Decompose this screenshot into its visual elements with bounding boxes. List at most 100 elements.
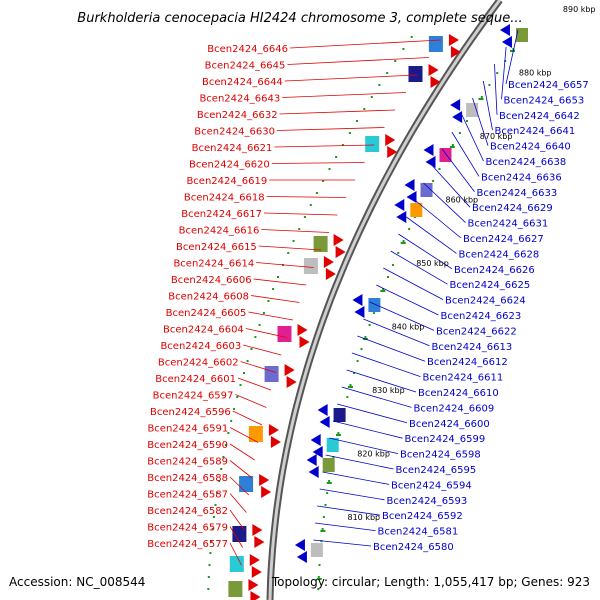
outer-tick (346, 396, 349, 398)
forward-gene-arrow (259, 474, 270, 486)
forward-gene-block (232, 526, 247, 542)
leader-line-reverse (461, 114, 484, 162)
gene-label-reverse: Bcen2424_6626 (454, 265, 535, 276)
leader-line-forward (276, 127, 385, 131)
leader-line-reverse (441, 148, 475, 193)
gene-label-reverse: Bcen2424_6633 (477, 188, 558, 199)
forward-gene-arrow (299, 336, 310, 348)
outer-tick (321, 528, 324, 530)
leader-line-forward (250, 295, 300, 303)
inner-tick (216, 492, 219, 494)
gene-label-forward: Bcen2424_6616 (179, 226, 260, 237)
forward-gene-arrow (251, 566, 262, 578)
gene-label-forward: Bcen2424_6646 (207, 44, 288, 55)
reverse-gene-arrow (352, 294, 363, 306)
gene-features (228, 24, 528, 600)
forward-gene-arrow (335, 246, 346, 258)
outer-tick (360, 348, 363, 350)
forward-gene-block (303, 258, 318, 274)
leader-line-reverse (363, 318, 430, 347)
outer-tick (458, 132, 461, 134)
gene-label-forward: Bcen2424_6645 (205, 61, 286, 72)
inner-tick (267, 300, 270, 302)
reverse-gene-arrow (354, 306, 365, 318)
gene-label-reverse: Bcen2424_6640 (490, 142, 571, 153)
backbone-inner (268, 0, 502, 600)
gene-label-reverse: Bcen2424_6600 (409, 419, 490, 430)
inner-tick (230, 420, 233, 422)
leader-line-forward (229, 509, 245, 531)
label-leader-lines (229, 29, 519, 566)
inner-tick (254, 336, 257, 338)
kbp-label: 810 kbp (348, 513, 381, 522)
reverse-gene-block (410, 203, 423, 217)
leader-line-reverse (319, 488, 385, 501)
kbp-label: 870 kbp (480, 132, 513, 141)
forward-gene-block (428, 36, 443, 52)
inner-tick (277, 276, 279, 278)
inner-tick (356, 120, 358, 122)
inner-tick (246, 360, 249, 362)
kbp-tick (380, 290, 386, 292)
gene-label-forward: Bcen2424_6608 (168, 292, 249, 303)
leader-line-forward (243, 344, 282, 356)
gene-label-reverse: Bcen2424_6641 (495, 126, 576, 137)
gene-label-reverse: Bcen2424_6595 (396, 465, 477, 476)
leader-line-reverse (341, 386, 412, 408)
outer-tick (326, 492, 329, 494)
gene-label-forward: Bcen2424_6643 (199, 94, 280, 105)
inner-tick (211, 528, 214, 530)
forward-gene-block (229, 556, 244, 572)
gene-label-forward: Bcen2424_6620 (189, 160, 270, 171)
forward-gene-arrow (270, 436, 281, 448)
kbp-label: 860 kbp (446, 196, 479, 205)
leader-line-reverse (369, 301, 435, 331)
outer-tick (392, 264, 394, 266)
outer-tick (480, 96, 483, 98)
reverse-gene-arrow (396, 211, 407, 223)
gene-label-reverse: Bcen2424_6594 (391, 480, 472, 491)
reverse-gene-block (368, 298, 381, 312)
inner-tick (378, 84, 381, 86)
accession-label: Accession: NC_008544 (9, 575, 145, 589)
inner-tick (224, 444, 227, 446)
leader-line-reverse (505, 29, 519, 85)
leader-line-reverse (346, 369, 417, 393)
gene-label-reverse: Bcen2424_6613 (432, 342, 513, 353)
leader-line-forward (263, 212, 338, 216)
forward-gene-block (248, 426, 263, 442)
leader-line-forward (253, 278, 307, 286)
forward-gene-block (408, 66, 423, 82)
kbp-tick (400, 242, 406, 244)
kbp-tick (510, 50, 515, 52)
leader-line-forward (282, 92, 407, 98)
inner-tick (370, 96, 373, 98)
gene-label-forward: Bcen2424_6618 (184, 193, 265, 204)
forward-gene-arrow (387, 146, 398, 158)
forward-gene-arrow (297, 324, 308, 336)
outer-tick (408, 228, 411, 230)
kbp-tick (320, 530, 326, 532)
leader-line-forward (271, 162, 365, 164)
reverse-gene-arrow (404, 179, 415, 191)
genome-summary: Topology: circular; Length: 1,055,417 bp… (271, 575, 590, 589)
outer-tick (382, 288, 385, 290)
outer-tick (337, 432, 340, 434)
gene-label-reverse: Bcen2424_6580 (373, 542, 454, 553)
inner-tick (239, 384, 242, 386)
reverse-gene-arrow (406, 191, 417, 203)
gene-label-reverse: Bcen2424_6581 (378, 527, 459, 538)
inner-tick (222, 456, 225, 458)
gene-labels: Bcen2424_6646Bcen2424_6645Bcen2424_6644B… (147, 44, 589, 553)
forward-gene-block (239, 476, 254, 492)
leader-line-forward (229, 493, 247, 513)
outer-tick (451, 144, 454, 146)
forward-gene-arrow (252, 524, 263, 536)
gene-label-reverse: Bcen2424_6623 (441, 311, 522, 322)
outer-tick (356, 360, 359, 362)
outer-tick (397, 252, 400, 254)
leader-line-forward (287, 57, 429, 65)
gene-label-reverse: Bcen2424_6592 (382, 511, 463, 522)
forward-gene-arrow (268, 424, 279, 436)
